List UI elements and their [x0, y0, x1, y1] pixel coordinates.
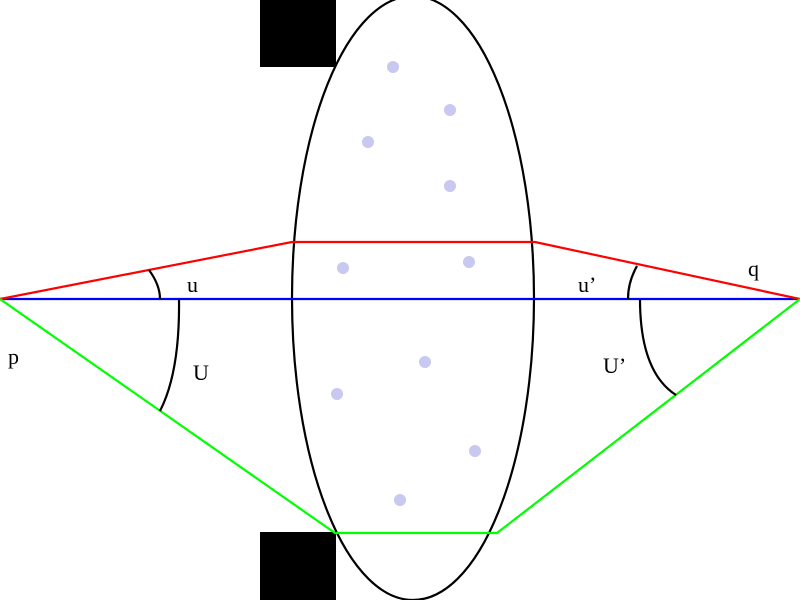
inclusion-dot	[469, 445, 481, 457]
label-q: q	[748, 256, 759, 281]
label-U: U	[193, 360, 209, 385]
aperture-stop-top	[260, 0, 336, 67]
angle-arc-u	[148, 269, 162, 300]
label-u: u	[187, 272, 198, 297]
inclusion-dot	[337, 262, 349, 274]
inclusion-dot	[362, 136, 374, 148]
aperture-ray	[0, 298, 800, 535]
label-p: p	[8, 344, 19, 369]
inclusion-dot	[444, 180, 456, 192]
inclusion-dot	[394, 494, 406, 506]
aperture-stop-bottom	[260, 532, 336, 600]
label-U-prime: U’	[603, 353, 626, 378]
angle-arc-U-prime	[638, 298, 677, 396]
inclusion-dot	[463, 256, 475, 268]
inclusion-dot	[331, 388, 343, 400]
inclusion-dot	[419, 356, 431, 368]
angle-arc-U	[159, 298, 181, 412]
inclusion-dot	[387, 61, 399, 73]
inclusion-dot	[444, 104, 456, 116]
lens-inclusions	[331, 61, 481, 506]
label-u-prime: u’	[578, 272, 596, 297]
marginal-ray	[0, 240, 800, 301]
angle-arc-u-prime	[626, 265, 638, 300]
